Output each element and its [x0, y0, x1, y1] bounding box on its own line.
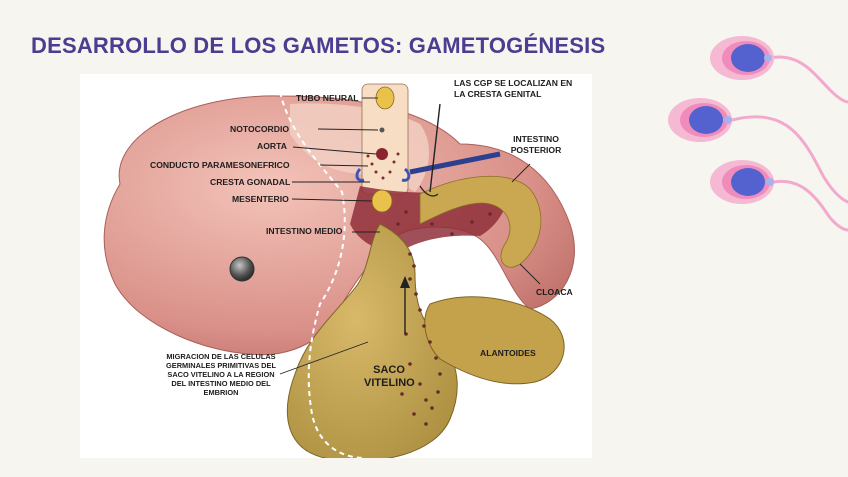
label-notocordio: NOTOCORDIO [230, 124, 290, 134]
label-saco-vitelino: SACO VITELINO [364, 364, 415, 389]
label-migracion: MIGRACION DE LAS CELULAS GERMINALES PRIM… [166, 352, 276, 397]
label-intestino-medio: INTESTINO MEDIO [266, 226, 343, 236]
sperm-cell-1 [710, 36, 774, 80]
label-tubo-neural: TUBO NEURAL [296, 93, 359, 103]
label-conducto-paramesonefrico: CONDUCTO PARAMESONEFRICO [150, 160, 290, 170]
label-cresta-gonadal: CRESTA GONADAL [210, 177, 291, 187]
label-cloaca: CLOACA [536, 287, 573, 297]
label-alantoides: ALANTOIDES [480, 348, 536, 358]
label-intestino-posterior: INTESTINO POSTERIOR [510, 134, 562, 155]
embryo-diagram: TUBO NEURAL NOTOCORDIO AORTA CONDUCTO PA… [80, 74, 592, 458]
label-aorta: AORTA [257, 141, 287, 151]
label-mesenterio: MESENTERIO [232, 194, 289, 204]
sperm-cell-icon [668, 36, 848, 232]
sperm-cell-2 [668, 98, 732, 142]
sperm-cell-3 [710, 160, 774, 204]
sperm-decoration [650, 20, 848, 250]
label-cgp-localizacion: LAS CGP SE LOCALIZAN EN LA CRESTA GENITA… [454, 78, 573, 99]
slide-title: DESARROLLO DE LOS GAMETOS: GAMETOGÉNESIS [31, 33, 606, 58]
embryo-illustration [80, 74, 592, 458]
